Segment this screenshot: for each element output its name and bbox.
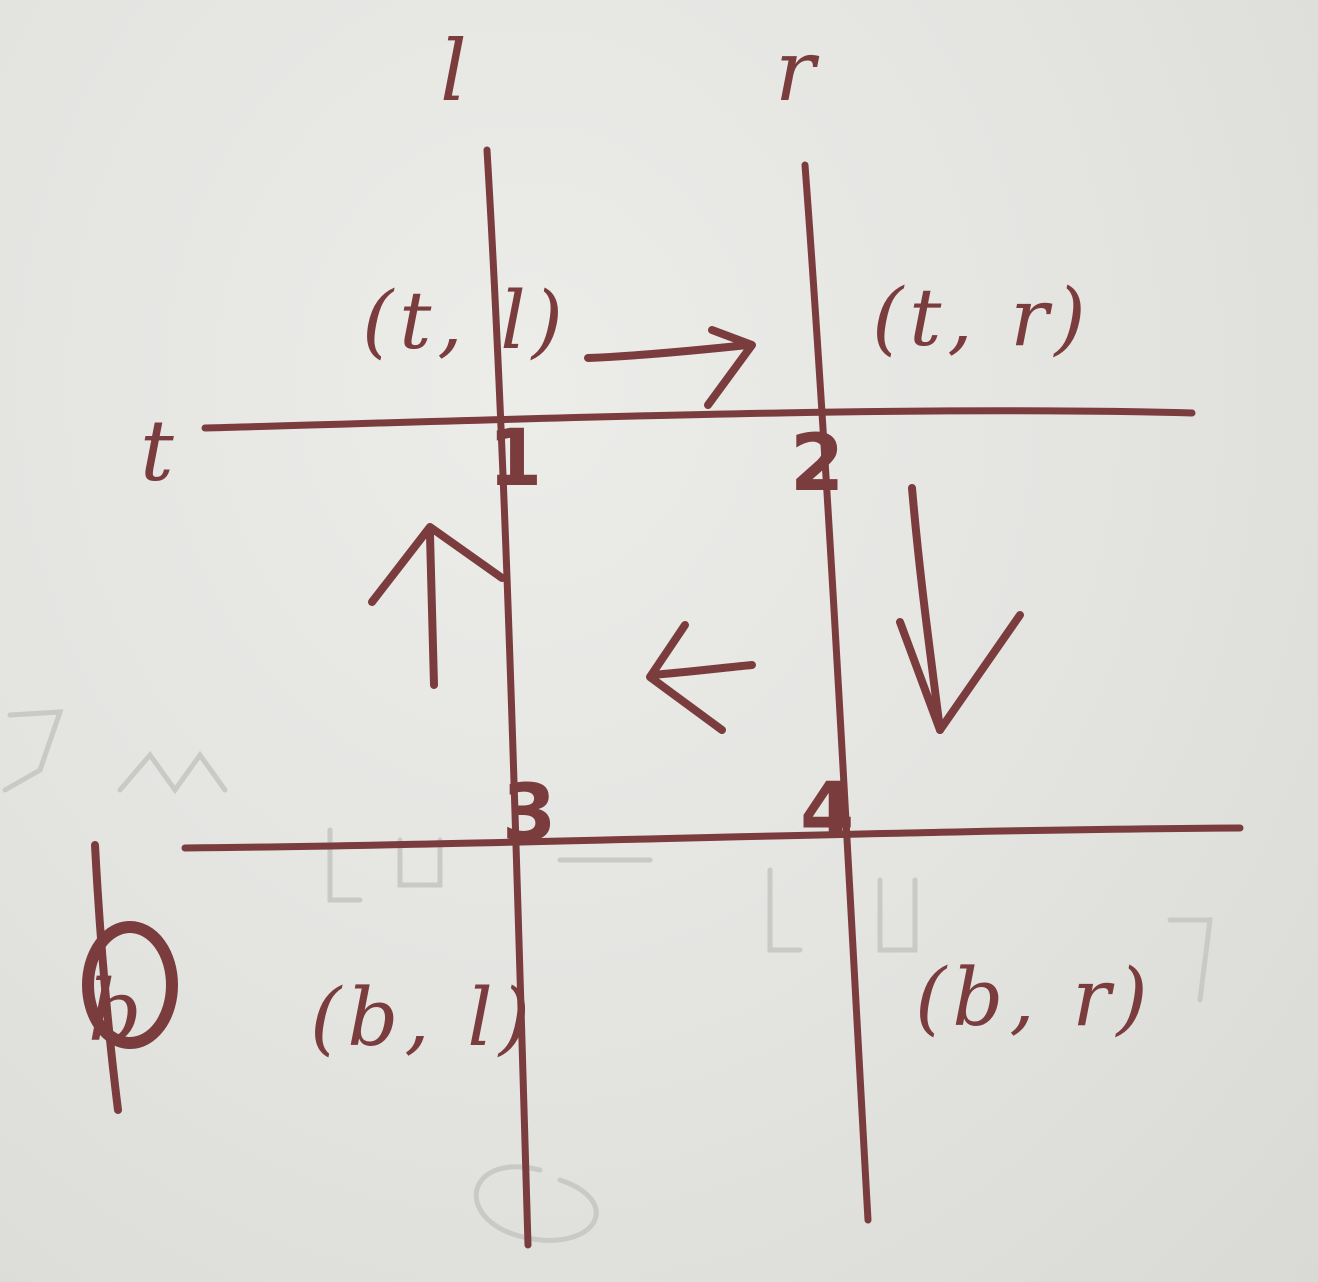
arrow-down-icon bbox=[896, 484, 1024, 734]
coord-label-top-left: (t, l) bbox=[362, 274, 569, 367]
top-horizontal-line bbox=[201, 407, 1196, 432]
arrow-right-icon bbox=[584, 326, 756, 409]
coord-label-bottom-left: (b, l) bbox=[310, 971, 536, 1064]
right-vertical-line bbox=[801, 161, 872, 1224]
grid-lines bbox=[181, 146, 1244, 1249]
axis-label-left: l bbox=[440, 22, 467, 120]
corner-number-4: 4 bbox=[800, 767, 854, 857]
bottom-horizontal-line bbox=[181, 824, 1244, 852]
scribble-mark bbox=[82, 841, 178, 1114]
left-vertical-line bbox=[483, 146, 532, 1249]
axis-label-top: t bbox=[140, 402, 174, 500]
coord-label-bottom-right: (b, r) bbox=[915, 951, 1154, 1044]
arrow-up-icon bbox=[368, 523, 506, 689]
axis-label-right: r bbox=[775, 22, 820, 120]
corner-number-1: 1 bbox=[488, 414, 542, 504]
arrow-left-icon bbox=[646, 621, 756, 734]
corner-number-2: 2 bbox=[790, 419, 844, 509]
bleed-through-marks bbox=[2, 709, 1213, 1243]
corner-number-3: 3 bbox=[502, 769, 556, 859]
coord-label-top-right: (t, r) bbox=[872, 271, 1092, 364]
